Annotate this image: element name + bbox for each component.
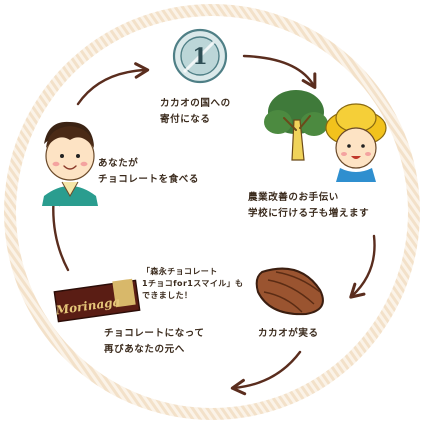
- chocolate-package-icon: Morinaga: [53, 278, 141, 323]
- step-farm-support-line-2: 学校に行ける子も増えます: [248, 208, 370, 219]
- product-note-line-2: 1チョコfor1スマイル」も: [142, 279, 244, 288]
- step-becomes-chocolate: チョコレートになって 再びあなたの元へ: [104, 326, 205, 358]
- step-becomes-chocolate-line-1: チョコレートになって: [104, 328, 205, 339]
- arrow-to-chocolate: [230, 350, 302, 396]
- person-icon: [42, 121, 98, 206]
- step-you-eat-line-1: あなたが: [98, 158, 139, 169]
- tree-icon: [264, 90, 328, 161]
- step-cacao-grows-line-1: カカオが実る: [258, 328, 319, 339]
- step-donation-line-2: 寄付になる: [160, 114, 211, 125]
- coin-label: 1: [192, 44, 207, 70]
- arrow-to-farm: [242, 54, 317, 89]
- step-becomes-chocolate-line-2: 再びあなたの元へ: [104, 344, 185, 355]
- child-with-hat-icon: [325, 103, 387, 182]
- cacao-pod-icon: [255, 267, 324, 316]
- step-cacao-grows: カカオが実る: [258, 326, 319, 342]
- arrow-to-coin: [76, 62, 150, 106]
- step-farm-support: 農業改善のお手伝い 学校に行ける子も増えます: [248, 190, 369, 222]
- step-you-eat-line-2: チョコレートを食べる: [98, 174, 200, 185]
- step-donation-line-1: カカオの国への: [160, 98, 231, 109]
- product-note-line-3: できました！: [142, 291, 193, 300]
- product-note: 「森永チョコレート 1チョコfor1スマイル」も できました！: [142, 266, 243, 302]
- arrow-to-cacao: [349, 234, 376, 299]
- step-donation: カカオの国への 寄付になる: [160, 96, 231, 128]
- step-you-eat: あなたが チョコレートを食べる: [98, 156, 199, 188]
- product-note-line-1: 「森永チョコレート: [142, 267, 218, 276]
- step-farm-support-line-1: 農業改善のお手伝い: [248, 192, 339, 203]
- coin-icon: 1: [172, 28, 228, 84]
